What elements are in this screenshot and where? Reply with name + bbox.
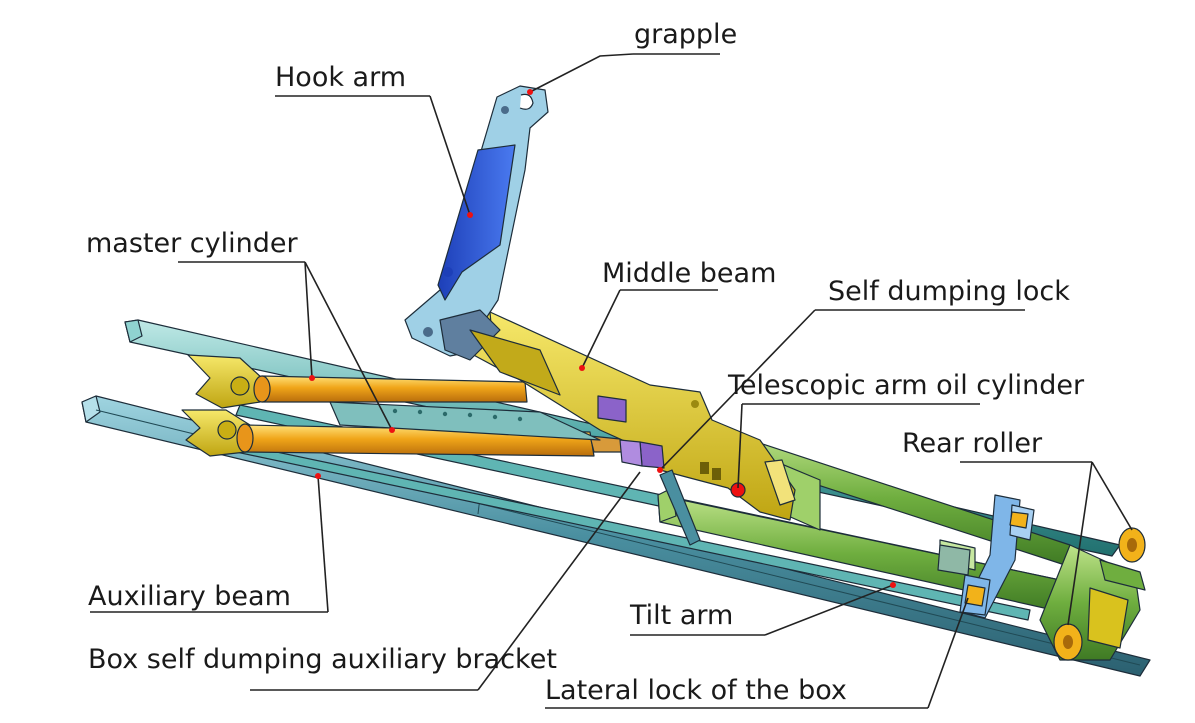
label-lateral-lock-of-the-box: Lateral lock of the box — [545, 675, 847, 706]
hook-arm-body — [404, 85, 549, 361]
label-middle-beam: Middle beam — [602, 258, 776, 289]
label-hook-arm: Hook arm — [275, 62, 406, 93]
label-grapple: grapple — [634, 19, 737, 50]
lateral-lock-assembly — [959, 494, 1035, 619]
label-self-dumping-lock: Self dumping lock — [828, 276, 1070, 307]
purple-brackets — [597, 395, 665, 469]
machine — [81, 85, 1151, 677]
label-auxiliary-beam: Auxiliary beam — [88, 581, 291, 612]
label-rear-roller: Rear roller — [902, 428, 1043, 459]
label-box-self-dumping-auxiliary-bracket: Box self dumping auxiliary bracket — [88, 644, 557, 675]
label-master-cylinder: master cylinder — [86, 228, 298, 259]
callouts — [90, 53, 1133, 709]
label-tilt-arm: Tilt arm — [629, 600, 733, 631]
label-telescopic-arm-oil-cylinder: Telescopic arm oil cylinder — [727, 370, 1085, 401]
rear-rollers — [1053, 527, 1146, 661]
labels: grapple Hook arm master cylinder Middle … — [86, 19, 1085, 706]
front-pivot-brackets — [181, 354, 263, 457]
